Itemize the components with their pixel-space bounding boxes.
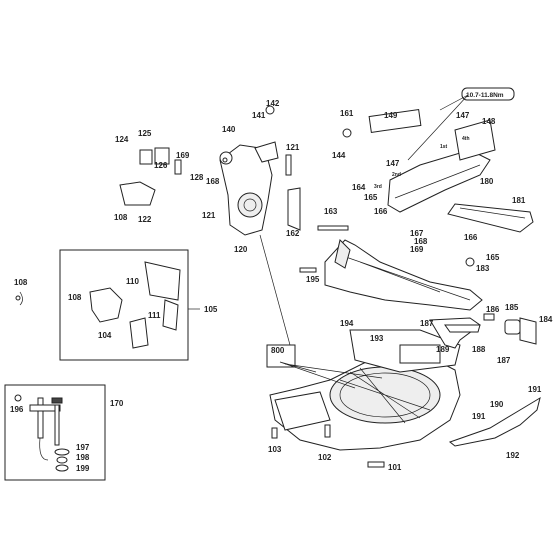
label-188: 188 bbox=[472, 345, 486, 354]
label-181: 181 bbox=[512, 196, 526, 205]
label-198: 198 bbox=[76, 453, 90, 462]
label-148: 148 bbox=[482, 117, 496, 126]
label-121-left: 121 bbox=[202, 211, 216, 220]
label-110: 110 bbox=[126, 277, 139, 286]
label-1st: 1st bbox=[440, 144, 448, 150]
label-194: 194 bbox=[340, 319, 354, 328]
label-126: 126 bbox=[154, 161, 168, 170]
label-186: 186 bbox=[486, 305, 500, 314]
label-193: 193 bbox=[370, 334, 384, 343]
label-183: 183 bbox=[476, 264, 490, 273]
label-199: 199 bbox=[76, 464, 90, 473]
label-125: 125 bbox=[138, 129, 152, 138]
label-166-left: 166 bbox=[374, 207, 388, 216]
label-161: 161 bbox=[340, 109, 354, 118]
label-108-box: 108 bbox=[68, 293, 82, 302]
motor-arm bbox=[219, 141, 279, 236]
label-3rd: 3rd bbox=[374, 184, 382, 190]
torque-spec-label: 10.7-11.8Nm bbox=[466, 92, 504, 99]
label-187-right: 187 bbox=[497, 356, 511, 365]
label-104: 104 bbox=[98, 331, 112, 340]
label-168-right: 168 bbox=[414, 237, 428, 246]
label-197: 197 bbox=[76, 443, 90, 452]
label-124: 124 bbox=[115, 135, 129, 144]
callout-800: 800 bbox=[266, 344, 383, 389]
label-128: 128 bbox=[190, 173, 204, 182]
blade-guard-top: 10.7-11.8Nm bbox=[368, 87, 515, 213]
label-196: 196 bbox=[10, 405, 24, 414]
label-162: 162 bbox=[286, 229, 300, 238]
label-170: 170 bbox=[110, 399, 124, 408]
upper-guard bbox=[324, 239, 483, 311]
part-labels: 101 102 103 104 105 108 108 108 110 111 … bbox=[10, 99, 553, 473]
label-120: 120 bbox=[234, 245, 248, 254]
label-191-right: 191 bbox=[528, 385, 542, 394]
callout-800-label: 800 bbox=[271, 346, 285, 355]
rail bbox=[447, 203, 534, 233]
knob bbox=[504, 317, 537, 345]
label-195: 195 bbox=[306, 275, 320, 284]
label-121-top: 121 bbox=[286, 143, 300, 152]
handle bbox=[429, 317, 481, 349]
label-108-left: 108 bbox=[14, 278, 28, 287]
label-192: 192 bbox=[506, 451, 520, 460]
label-103: 103 bbox=[268, 445, 282, 454]
label-111: 111 bbox=[148, 311, 161, 320]
label-149: 149 bbox=[384, 111, 398, 120]
label-180: 180 bbox=[480, 177, 494, 186]
kerf-plate bbox=[448, 396, 541, 447]
saw-base bbox=[269, 329, 461, 451]
label-187-left: 187 bbox=[420, 319, 434, 328]
label-164: 164 bbox=[352, 183, 366, 192]
label-165-right: 165 bbox=[486, 253, 500, 262]
label-165-left: 165 bbox=[364, 193, 378, 202]
label-191-left: 191 bbox=[472, 412, 486, 421]
clamp-box-170 bbox=[4, 384, 106, 481]
label-189: 189 bbox=[436, 345, 450, 354]
label-108-top: 108 bbox=[114, 213, 128, 222]
label-190: 190 bbox=[490, 400, 504, 409]
label-163: 163 bbox=[324, 207, 338, 216]
label-147-left: 147 bbox=[386, 159, 400, 168]
label-168-left: 168 bbox=[206, 177, 220, 186]
leader-line bbox=[259, 234, 291, 346]
label-140: 140 bbox=[222, 125, 236, 134]
label-144: 144 bbox=[332, 151, 346, 160]
label-141: 141 bbox=[252, 111, 266, 120]
label-147-right: 147 bbox=[456, 111, 470, 120]
sub-assembly-box-105 bbox=[59, 249, 200, 361]
label-184: 184 bbox=[539, 315, 553, 324]
label-101: 101 bbox=[388, 463, 402, 472]
label-166-right: 166 bbox=[464, 233, 478, 242]
label-2nd: 2nd bbox=[392, 172, 401, 178]
label-167: 167 bbox=[410, 229, 424, 238]
label-185: 185 bbox=[505, 303, 519, 312]
label-105: 105 bbox=[204, 305, 218, 314]
label-169-left: 169 bbox=[176, 151, 190, 160]
label-142: 142 bbox=[266, 99, 280, 108]
label-4th: 4th bbox=[462, 136, 470, 142]
label-122: 122 bbox=[138, 215, 152, 224]
label-102: 102 bbox=[318, 453, 332, 462]
label-169-right: 169 bbox=[410, 245, 424, 254]
small-parts bbox=[15, 105, 495, 468]
